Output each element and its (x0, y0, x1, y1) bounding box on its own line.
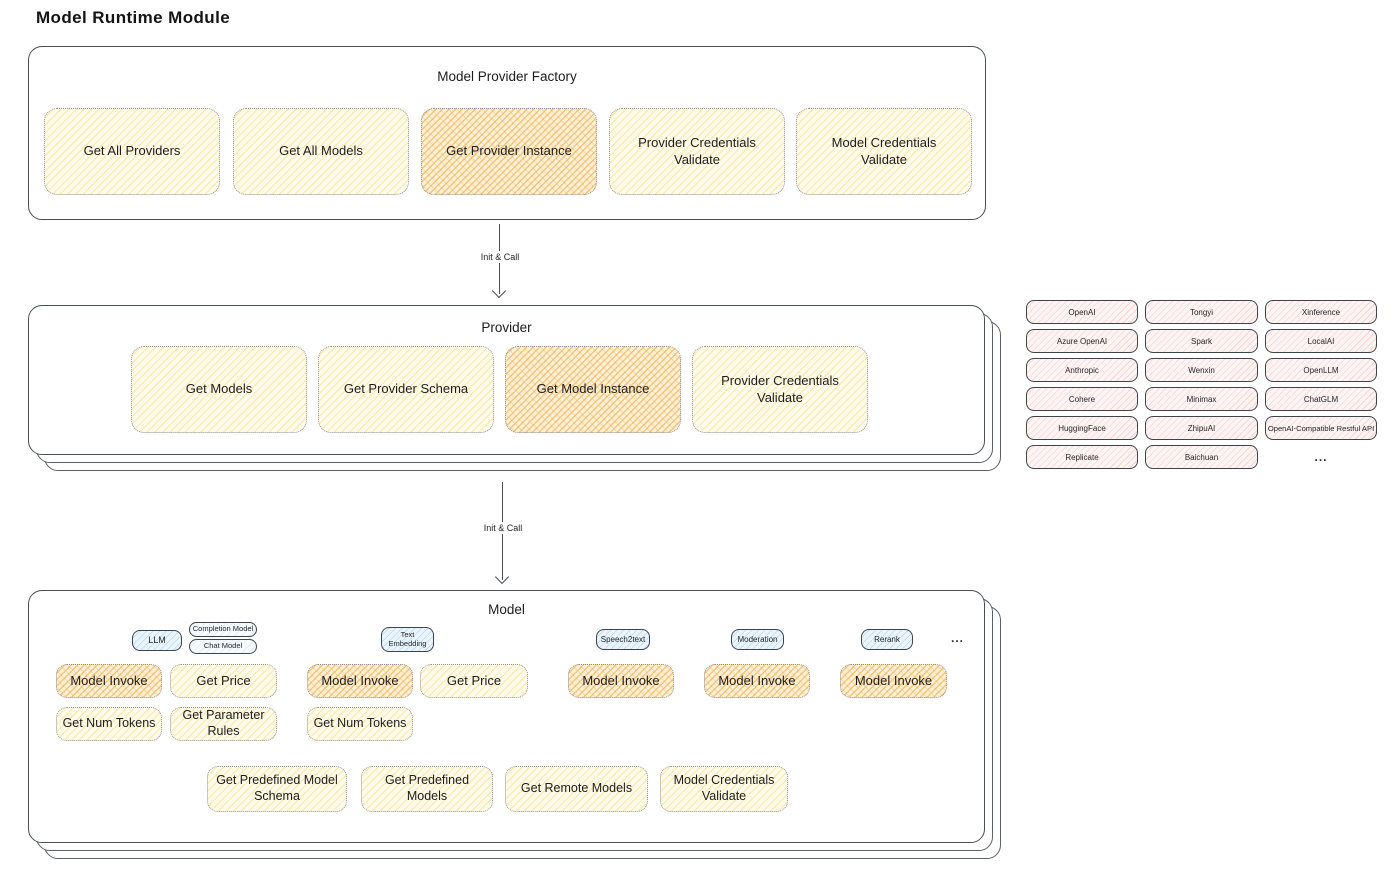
text-embedding-get-num-tokens: Get Num Tokens (307, 707, 413, 741)
model-title: Model (488, 602, 525, 617)
tab-chat-model: Chat Model (189, 639, 257, 654)
provider-container: Provider Get Models Get Provider Schema … (28, 305, 985, 455)
provider-chip-huggingface: HuggingFace (1026, 416, 1138, 440)
provider-chip-wenxin: Wenxin (1145, 358, 1258, 382)
model-box-get-predefined-models: Get Predefined Models (361, 766, 493, 812)
tab-moderation: Moderation (731, 629, 784, 650)
provider-chip-replicate: Replicate (1026, 445, 1138, 469)
model-container: Model LLM Completion Model Chat Model Te… (28, 590, 985, 843)
provider-chip-cohere: Cohere (1026, 387, 1138, 411)
provider-chip-localai: LocalAI (1265, 329, 1377, 353)
factory-box-get-all-providers: Get All Providers (44, 108, 220, 195)
moderation-model-invoke: Model Invoke (704, 664, 810, 698)
factory-box-model-credentials-validate: Model Credentials Validate (796, 108, 972, 195)
provider-chip-tongyi: Tongyi (1145, 300, 1258, 324)
factory-container: Model Provider Factory Get All Providers… (28, 46, 986, 220)
provider-chip-openllm: OpenLLM (1265, 358, 1377, 382)
tabs-ellipsis: ... (951, 631, 965, 645)
provider-chip-azure-openai: Azure OpenAI (1026, 329, 1138, 353)
factory-box-provider-credentials-validate: Provider Credentials Validate (609, 108, 785, 195)
arrow-factory-to-provider-label: Init & Call (475, 250, 525, 263)
provider-chip-baichuan: Baichuan (1145, 445, 1258, 469)
arrow-provider-to-model: Init & Call (478, 482, 528, 580)
speech2text-model-invoke: Model Invoke (568, 664, 674, 698)
tab-speech2text: Speech2text (596, 629, 650, 650)
text-embedding-model-invoke: Model Invoke (307, 664, 413, 698)
model-box-get-remote-models: Get Remote Models (505, 766, 648, 812)
llm-get-price: Get Price (170, 664, 277, 698)
tab-llm: LLM (132, 630, 182, 651)
provider-chip-spark: Spark (1145, 329, 1258, 353)
factory-box-get-provider-instance: Get Provider Instance (421, 108, 597, 195)
provider-box-get-model-instance: Get Model Instance (505, 346, 681, 433)
provider-title: Provider (481, 320, 532, 335)
provider-chip-zhipuai: ZhipuAI (1145, 416, 1258, 440)
arrow-factory-to-provider: Init & Call (475, 224, 525, 294)
text-embedding-get-price: Get Price (420, 664, 528, 698)
provider-chip-chatglm: ChatGLM (1265, 387, 1377, 411)
provider-box-get-models: Get Models (131, 346, 307, 433)
provider-box-provider-credentials-validate: Provider Credentials Validate (692, 346, 868, 433)
provider-vendors-grid: OpenAI Tongyi Xinference Azure OpenAI Sp… (1026, 300, 1377, 469)
provider-chips-ellipsis: ... (1314, 450, 1328, 464)
provider-chip-xinference: Xinference (1265, 300, 1377, 324)
provider-chip-minimax: Minimax (1145, 387, 1258, 411)
provider-chip-openai: OpenAI (1026, 300, 1138, 324)
llm-get-num-tokens: Get Num Tokens (56, 707, 162, 741)
diagram-title: Model Runtime Module (36, 8, 231, 27)
llm-get-parameter-rules: Get Parameter Rules (170, 707, 277, 741)
provider-box-get-provider-schema: Get Provider Schema (318, 346, 494, 433)
factory-box-get-all-models: Get All Models (233, 108, 409, 195)
tab-rerank: Rerank (861, 629, 913, 650)
tab-completion-model: Completion Model (189, 622, 257, 637)
model-box-get-predefined-model-schema: Get Predefined Model Schema (207, 766, 347, 812)
factory-title: Model Provider Factory (437, 69, 577, 84)
provider-chip-openai-compatible-restful-api: OpenAI-Compatible Restful API (1265, 416, 1377, 440)
arrow-provider-to-model-label: Init & Call (478, 522, 528, 535)
model-box-model-credentials-validate: Model Credentials Validate (660, 766, 788, 812)
llm-model-invoke: Model Invoke (56, 664, 162, 698)
provider-chip-anthropic: Anthropic (1026, 358, 1138, 382)
tab-text-embedding: Text Embedding (381, 627, 434, 652)
rerank-model-invoke: Model Invoke (840, 664, 947, 698)
